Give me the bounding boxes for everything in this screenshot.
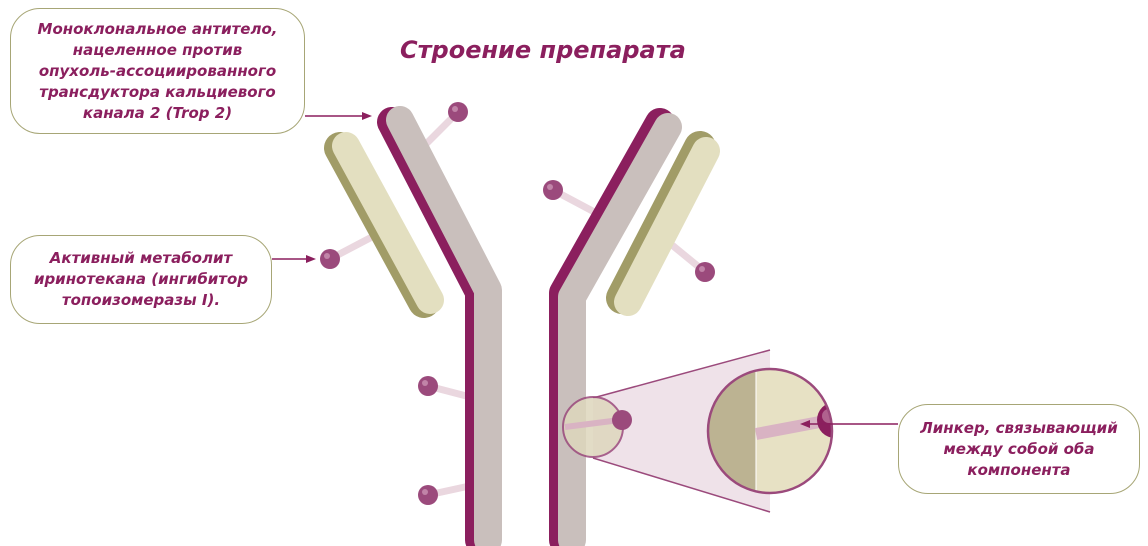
- payload-molecule: [418, 376, 438, 396]
- payload-molecule: [418, 485, 438, 505]
- payload-molecule: [695, 262, 715, 282]
- metabolite-callout-text: Активный метаболит иринотекана (ингибито…: [34, 248, 248, 311]
- linker-magnified-view: [708, 369, 853, 493]
- antibody-callout-text: Моноклональное антитело, нацеленное прот…: [38, 19, 278, 124]
- payload-molecule: [448, 102, 468, 122]
- left-heavy-chain: [392, 120, 488, 540]
- right-heavy-chain: [564, 123, 668, 540]
- metabolite-callout: Активный метаболит иринотекана (ингибито…: [10, 235, 272, 324]
- antibody-callout: Моноклональное антитело, нацеленное прот…: [10, 8, 305, 134]
- page-title: Строение препарата: [400, 36, 670, 64]
- payload-molecule: [320, 249, 340, 269]
- payload-molecule: [543, 180, 563, 200]
- linker-callout: Линкер, связывающий между собой оба комп…: [898, 404, 1140, 494]
- linker-callout-text: Линкер, связывающий между собой оба комп…: [920, 418, 1117, 481]
